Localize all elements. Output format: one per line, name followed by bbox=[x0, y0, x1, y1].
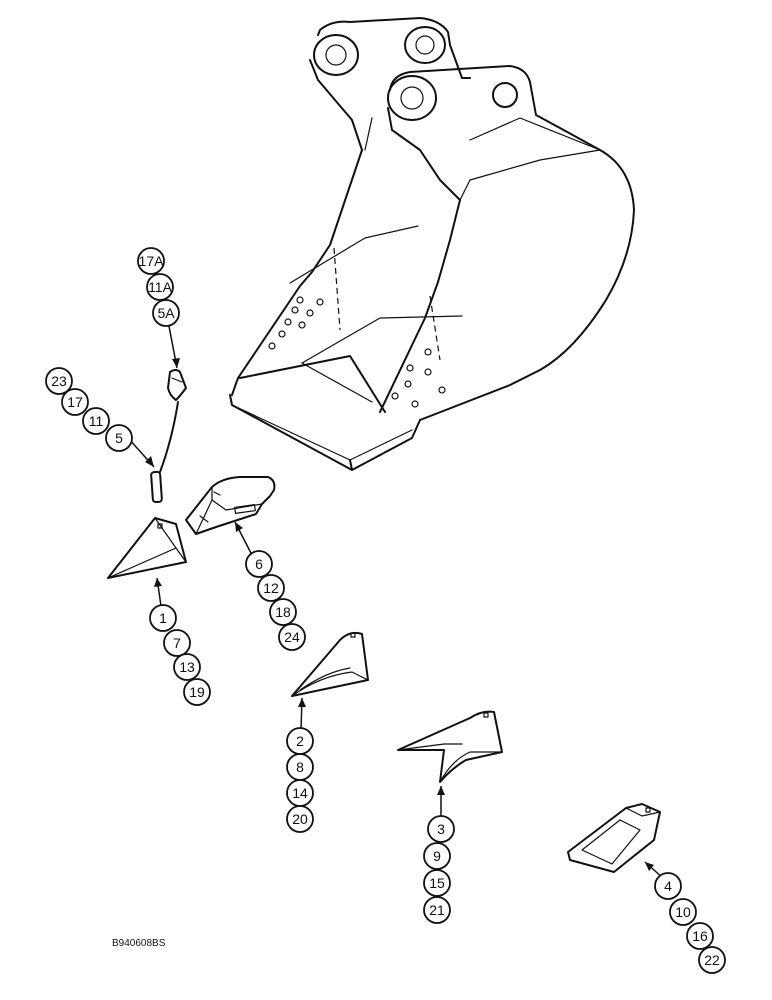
callout: 15 bbox=[423, 869, 451, 897]
callout: 13 bbox=[173, 653, 201, 681]
callout-group-tooth-flare: 4 10 16 22 bbox=[654, 872, 726, 974]
svg-text:7: 7 bbox=[173, 635, 181, 651]
tooth-standard-illustration bbox=[291, 631, 369, 697]
svg-text:8: 8 bbox=[296, 759, 304, 775]
retainer-pin-upper bbox=[167, 369, 187, 401]
svg-text:6: 6 bbox=[255, 556, 263, 572]
callout: 8 bbox=[286, 753, 314, 781]
svg-text:16: 16 bbox=[692, 928, 708, 944]
svg-text:21: 21 bbox=[429, 902, 445, 918]
svg-text:23: 23 bbox=[51, 373, 67, 389]
callout: 9 bbox=[423, 842, 451, 870]
callout-group-tooth-wedge: 1 7 13 19 bbox=[149, 604, 211, 706]
callout-group-tooth-standard: 2 8 14 20 bbox=[286, 727, 314, 833]
svg-text:1: 1 bbox=[159, 610, 167, 626]
callout: 16 bbox=[686, 922, 714, 950]
svg-text:11: 11 bbox=[89, 413, 104, 429]
svg-text:13: 13 bbox=[179, 659, 195, 675]
svg-text:19: 19 bbox=[189, 684, 205, 700]
pin-link-line bbox=[159, 401, 179, 473]
callout: 4 bbox=[654, 872, 682, 900]
callout: 2 bbox=[286, 727, 314, 755]
callout-group-pin-retainer-upper: 17A 11A 5A bbox=[137, 247, 180, 327]
svg-text:3: 3 bbox=[437, 821, 445, 837]
svg-text:18: 18 bbox=[275, 604, 291, 620]
callout-group-pin-retainer-lower: 23 17 11 5 bbox=[45, 367, 133, 452]
retainer-pin-lower bbox=[150, 470, 163, 504]
callout: 1 bbox=[149, 604, 177, 632]
callout: 3 bbox=[427, 815, 455, 843]
callout: 7 bbox=[163, 629, 191, 657]
svg-text:5: 5 bbox=[115, 430, 123, 446]
callout: 21 bbox=[423, 896, 451, 924]
callout: 19 bbox=[183, 678, 211, 706]
svg-text:14: 14 bbox=[292, 785, 308, 801]
callout: 17 bbox=[61, 388, 89, 416]
callout: 23 bbox=[45, 367, 73, 395]
callout: 14 bbox=[286, 779, 314, 807]
callout: 22 bbox=[698, 946, 726, 974]
tooth-twin-illustration bbox=[397, 710, 503, 783]
callout: 6 bbox=[245, 550, 273, 578]
svg-text:2: 2 bbox=[296, 733, 304, 749]
tooth-flare-illustration bbox=[567, 803, 661, 873]
svg-text:17: 17 bbox=[67, 394, 83, 410]
svg-text:9: 9 bbox=[433, 848, 441, 864]
callout: 10 bbox=[669, 898, 697, 926]
svg-text:20: 20 bbox=[292, 811, 308, 827]
tooth-wedge-illustration bbox=[107, 517, 187, 579]
svg-text:10: 10 bbox=[675, 904, 691, 920]
callout-group-tooth-twin: 3 9 15 21 bbox=[423, 815, 455, 924]
callout: 11A bbox=[146, 273, 174, 301]
svg-text:17A: 17A bbox=[139, 253, 165, 269]
svg-text:12: 12 bbox=[263, 580, 279, 596]
svg-text:5A: 5A bbox=[157, 305, 175, 321]
callout: 5A bbox=[152, 299, 180, 327]
callout: 18 bbox=[269, 598, 297, 626]
bucket-illustration bbox=[229, 17, 635, 471]
svg-text:22: 22 bbox=[704, 952, 720, 968]
svg-text:11A: 11A bbox=[148, 279, 173, 295]
callout: 17A bbox=[137, 247, 165, 275]
svg-text:4: 4 bbox=[664, 878, 672, 894]
callout-group-adapter: 6 12 18 24 bbox=[245, 550, 306, 651]
svg-text:24: 24 bbox=[284, 629, 300, 645]
leader-lines bbox=[128, 320, 664, 879]
callout: 24 bbox=[278, 623, 306, 651]
callout: 5 bbox=[105, 424, 133, 452]
adapter-illustration bbox=[185, 476, 276, 535]
callout: 11 bbox=[82, 407, 110, 435]
callout: 20 bbox=[286, 805, 314, 833]
callout: 12 bbox=[257, 574, 285, 602]
drawing-id: B940608BS bbox=[112, 938, 166, 949]
svg-text:15: 15 bbox=[429, 875, 445, 891]
